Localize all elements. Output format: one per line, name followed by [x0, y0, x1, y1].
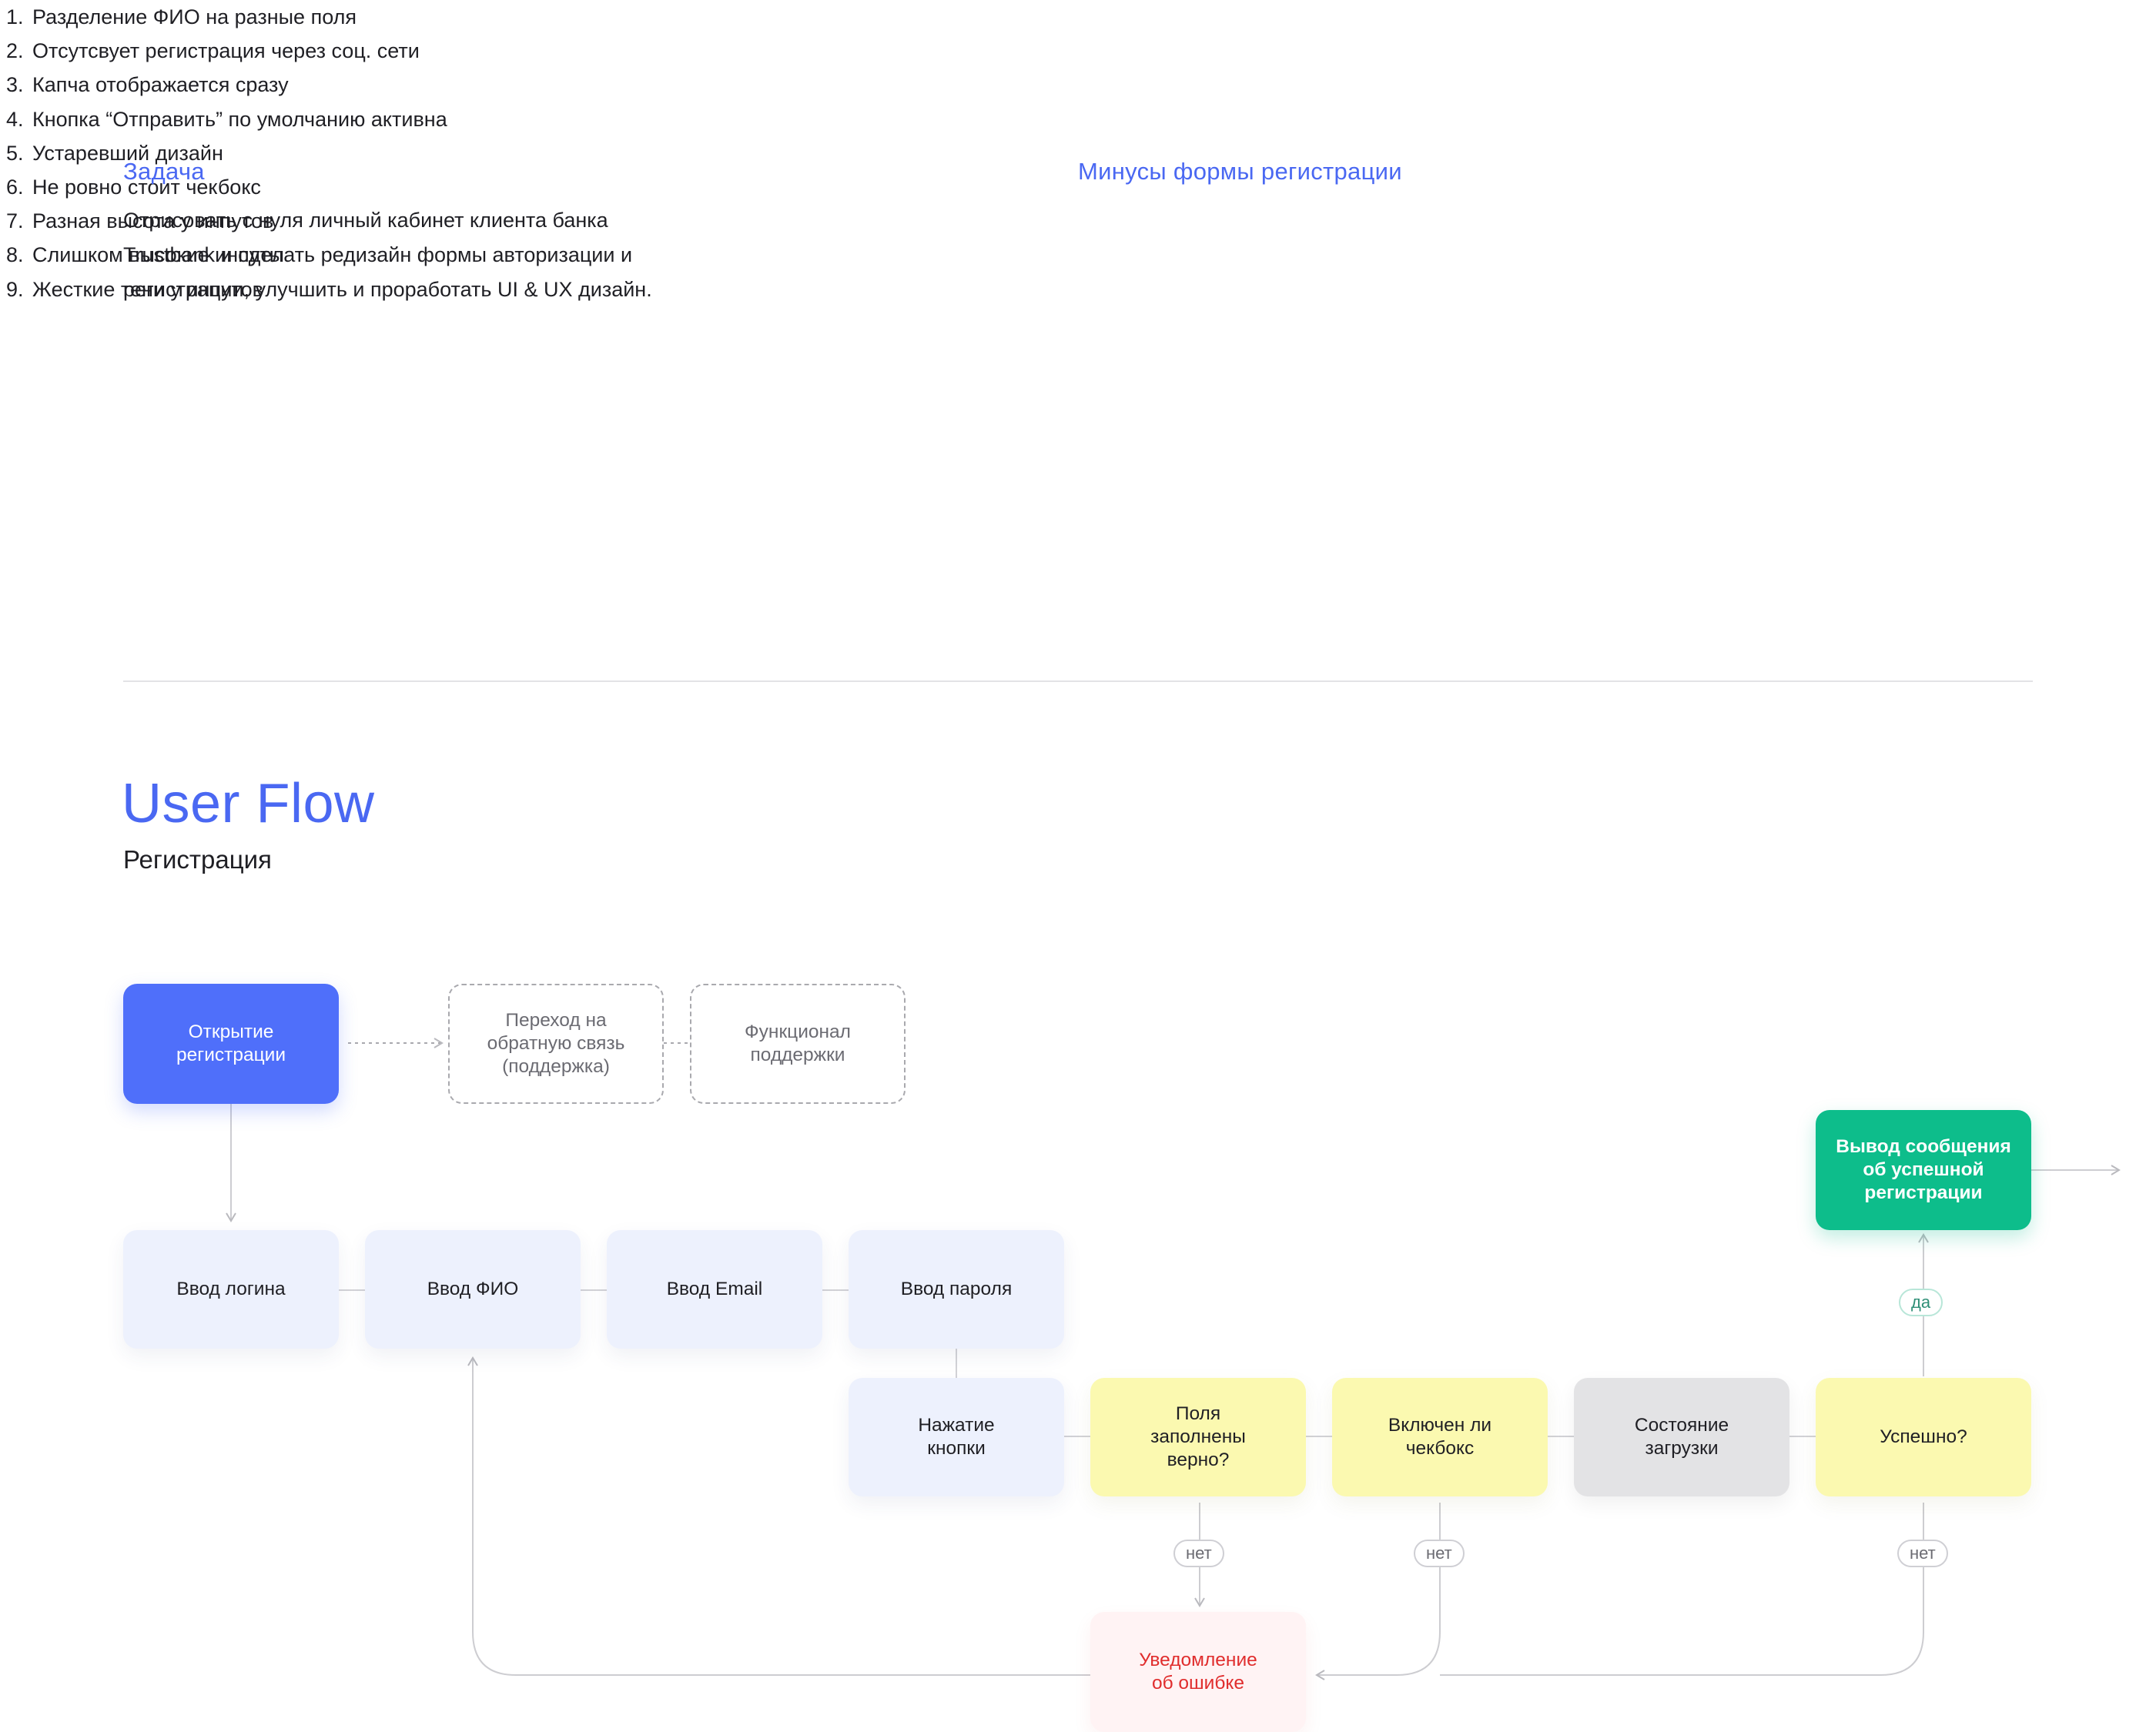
cons-item-text: Жесткие тени у инпутов — [32, 277, 264, 301]
node-password-input: Ввод пароля — [849, 1230, 1064, 1349]
section-divider — [123, 680, 2033, 682]
cons-item: 1. Разделение ФИО на разные поля — [0, 0, 2156, 34]
node-label-line: Вывод сообщения — [1836, 1136, 2011, 1157]
cons-item: 2. Отсутсвует регистрация через соц. сети — [0, 34, 2156, 68]
cons-item-text: Капча отображается сразу — [32, 73, 289, 97]
node-label-line: Переход на — [505, 1010, 607, 1031]
cons-item-number: 4. — [6, 107, 24, 131]
task-line: Отрисовать с нуля личный кабинет клиента… — [123, 209, 608, 232]
connector-error-to-fio — [467, 1356, 1090, 1676]
node-label-line: загрузки — [1645, 1438, 1719, 1459]
cons-item-number: 9. — [6, 277, 24, 301]
cons-item-text: Кнопка “Отправить” по умолчанию активна — [32, 107, 447, 131]
node-label-line: Уведомление — [1139, 1650, 1257, 1670]
node-fio-input: Ввод ФИО — [365, 1230, 581, 1349]
cons-item-text: Отсутсвует регистрация через соц. сети — [32, 39, 420, 63]
cons-item: 4. Кнопка “Отправить” по умолчанию активн… — [0, 102, 2156, 136]
cons-item-number: 8. — [6, 243, 24, 267]
node-label-line: заполнены — [1150, 1426, 1246, 1447]
task-line: регистрации, улучшить и проработать UI &… — [123, 278, 652, 301]
cons-item-text: Устаревший дизайн — [32, 141, 223, 165]
node-label-line: регистрации — [176, 1045, 286, 1065]
userflow-subtitle: Регистрация — [123, 845, 272, 874]
node-label: Ввод Email — [666, 1279, 763, 1299]
label-no-checkbox: нет — [1414, 1540, 1465, 1567]
task-title: Задача — [123, 158, 205, 185]
cons-item-number: 3. — [6, 73, 24, 97]
cons-item: 9. Жесткие тени у инпутов — [0, 273, 2156, 306]
node-label-line: Включен ли — [1388, 1415, 1492, 1436]
connector-checkbox-to-error — [1315, 1503, 1441, 1680]
connector-success-to-error — [1440, 1503, 1924, 1676]
cons-title: Минусы формы регистрации — [1078, 158, 1402, 185]
cons-item: 7. Разная высота у инпутов — [0, 204, 2156, 238]
cons-item-number: 5. — [6, 141, 24, 165]
node-label: Успешно? — [1880, 1426, 1967, 1447]
node-support-functionality: Функционал поддержки — [690, 984, 906, 1104]
node-label-line: Открытие — [188, 1021, 274, 1042]
cons-item-text: Разная высота у инпутов — [32, 209, 274, 233]
cons-list: 1. Разделение ФИО на разные поля 2. Отсутс… — [0, 0, 2156, 306]
cons-item: 5. Устаревший дизайн — [0, 136, 2156, 170]
node-label-line: Состояние — [1634, 1415, 1729, 1436]
userflow-title: User Flow — [122, 773, 375, 834]
cons-item-text: Разделение ФИО на разные поля — [32, 5, 357, 28]
node-label-line: Поля — [1175, 1403, 1221, 1424]
node-label: Ввод пароля — [900, 1279, 1013, 1299]
node-label-line: об ошибке — [1151, 1673, 1245, 1694]
node-label-line: поддержки — [750, 1045, 845, 1065]
node-label: Ввод ФИО — [427, 1279, 519, 1299]
task-description: Отрисовать с нуля личный кабинет клиента… — [123, 203, 785, 307]
node-label: Ввод логина — [176, 1279, 286, 1299]
node-login-input: Ввод логина — [123, 1230, 339, 1349]
node-label-line: Функционал — [745, 1021, 851, 1042]
label-no-fields: нет — [1173, 1540, 1224, 1567]
label-yes-success: да — [1899, 1289, 1943, 1316]
node-label-line: верно? — [1167, 1449, 1230, 1470]
cons-item-number: 6. — [6, 176, 24, 199]
node-label-line: Нажатие — [918, 1415, 995, 1436]
label-no-success: нет — [1897, 1540, 1948, 1567]
cons-item: 6. Не ровно стоит чекбокс — [0, 170, 2156, 204]
node-label-line: обратную связь — [487, 1033, 625, 1054]
task-line: Trustbank и сделать редизайн формы автор… — [123, 243, 633, 266]
cons-item-number: 2. — [6, 39, 24, 63]
node-error-notification: Уведомление об ошибке — [1090, 1612, 1306, 1732]
cons-item: 3. Капча отображается сразу — [0, 68, 2156, 102]
cons-item-text: Не ровно стоит чекбокс — [32, 176, 261, 199]
cons-item-text: Слишком высокие инпуты — [32, 243, 285, 267]
node-open-registration: Открытие регистрации — [123, 984, 339, 1104]
node-label-line: (поддержка) — [502, 1056, 610, 1077]
node-label-line: об успешной — [1863, 1159, 1984, 1180]
node-email-input: Ввод Email — [607, 1230, 822, 1349]
node-label-line: регистрации — [1864, 1182, 1983, 1203]
cons-item-number: 7. — [6, 209, 24, 233]
cons-item-number: 1. — [6, 5, 24, 28]
node-label-line: кнопки — [927, 1438, 986, 1459]
node-success-check: Успешно? — [1816, 1378, 2031, 1496]
cons-item: 8. Слишком высокие инпуты — [0, 238, 2156, 272]
node-label-line: чекбокс — [1405, 1438, 1475, 1459]
